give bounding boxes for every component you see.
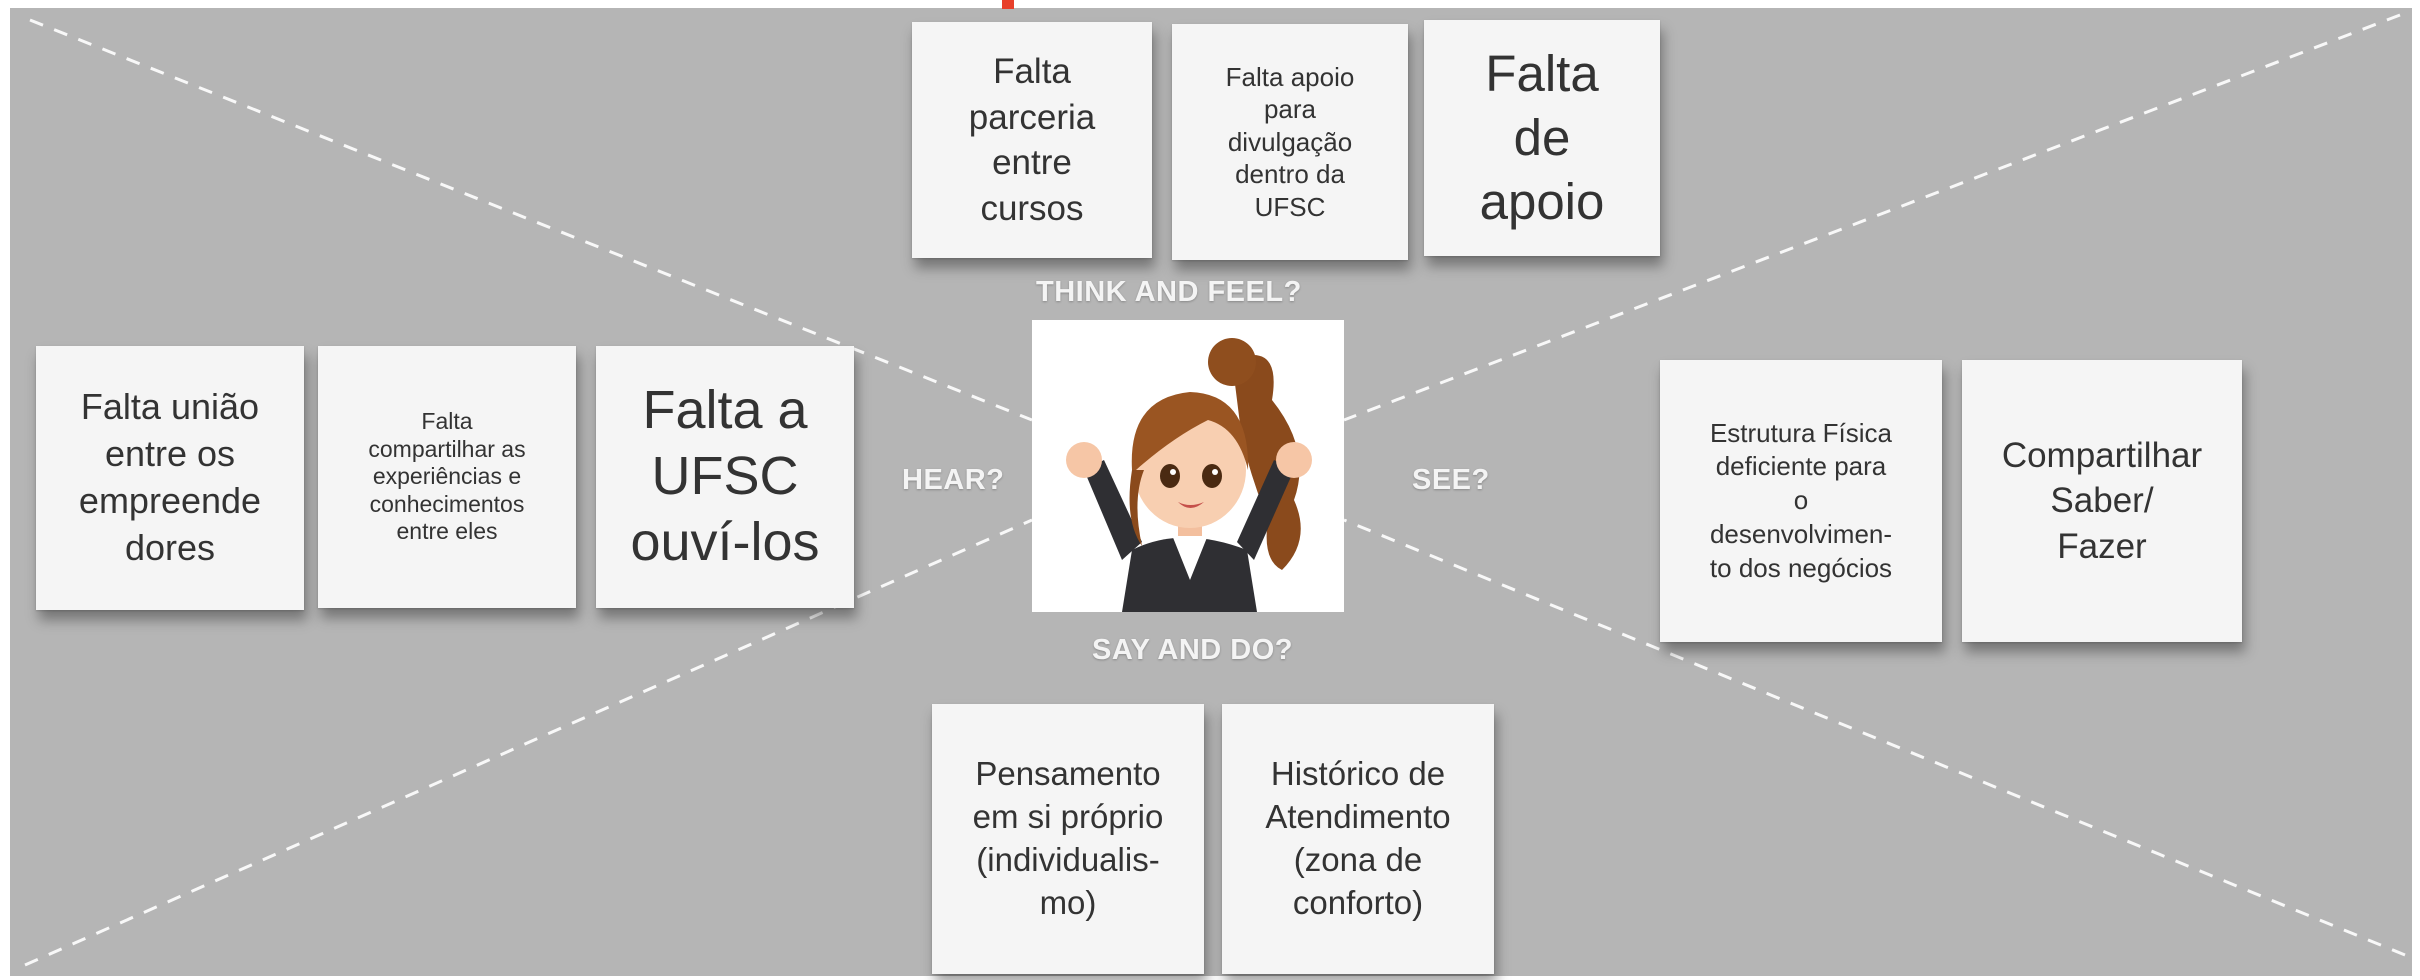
think-and-feel-label: THINK AND FEEL? xyxy=(1036,276,1302,308)
sticky-note-hear-2: Falta compartilhar as experiências e con… xyxy=(318,346,576,608)
sticky-note-hear-3: Falta a UFSC ouví-los xyxy=(596,346,854,608)
sticky-note-text: Falta de apoio xyxy=(1479,45,1605,230)
accent-mark xyxy=(1002,0,1014,9)
sticky-note-text: Falta parceria entre cursos xyxy=(968,52,1096,228)
divider-line-bottom-left xyxy=(24,518,1033,967)
sticky-note-text: Estrutura Física deficiente para o desen… xyxy=(1709,417,1893,583)
sticky-note-text: Histórico de Atendimento (zona de confor… xyxy=(1265,755,1451,921)
sticky-note-text: Compartilhar Saber/ Fazer xyxy=(2001,435,2203,566)
see-label: SEE? xyxy=(1412,464,1490,496)
hear-label: HEAR? xyxy=(902,464,1005,496)
sticky-note-text: Pensamento em si próprio (individualis- … xyxy=(972,755,1164,921)
sticky-note-say-1: Pensamento em si próprio (individualis- … xyxy=(932,704,1204,974)
say-and-do-label: SAY AND DO? xyxy=(1092,634,1294,666)
sticky-note-say-2: Histórico de Atendimento (zona de confor… xyxy=(1222,704,1494,974)
sticky-note-see-2: Compartilhar Saber/ Fazer xyxy=(1962,360,2242,642)
divider-line-bottom-right xyxy=(1343,518,2406,957)
sticky-note-think-1: Falta parceria entre cursos xyxy=(912,22,1152,258)
sticky-note-text: Falta união entre os empreende dores xyxy=(78,386,262,568)
user-persona-avatar xyxy=(1032,320,1344,612)
sticky-note-think-3: Falta de apoio xyxy=(1424,20,1660,256)
sticky-note-text: Falta compartilhar as experiências e con… xyxy=(368,408,526,545)
divider-line-top-right xyxy=(1343,13,2401,422)
sticky-note-think-2: Falta apoio para divulgação dentro da UF… xyxy=(1172,24,1408,260)
sticky-note-see-1: Estrutura Física deficiente para o desen… xyxy=(1660,360,1942,642)
sticky-note-text: Falta a UFSC ouví-los xyxy=(630,380,820,572)
sticky-note-hear-1: Falta união entre os empreende dores xyxy=(36,346,304,610)
sticky-note-text: Falta apoio para divulgação dentro da UF… xyxy=(1225,61,1355,222)
cartoon-woman-icon xyxy=(1066,338,1312,612)
